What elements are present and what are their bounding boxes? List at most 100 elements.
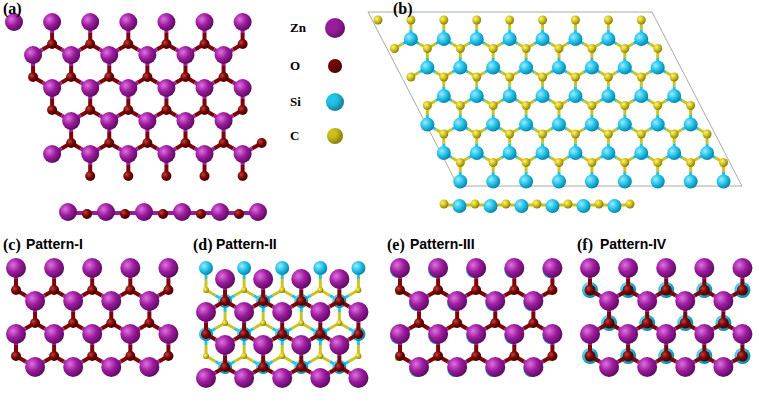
atom bbox=[453, 118, 467, 132]
atom bbox=[310, 302, 330, 322]
atom bbox=[423, 44, 432, 53]
atom bbox=[157, 13, 175, 31]
atom bbox=[176, 46, 194, 64]
legend-text: Zn bbox=[290, 21, 306, 35]
atom bbox=[601, 146, 615, 160]
atom bbox=[453, 175, 467, 189]
atom bbox=[620, 44, 629, 53]
atom bbox=[538, 16, 547, 25]
atom bbox=[620, 101, 629, 110]
atom bbox=[313, 261, 327, 275]
panel-label: (e) bbox=[387, 236, 405, 254]
atom bbox=[291, 269, 311, 289]
atom bbox=[142, 138, 152, 148]
atom bbox=[409, 291, 429, 311]
atom bbox=[220, 362, 230, 372]
atom bbox=[176, 112, 194, 130]
atom bbox=[637, 16, 646, 25]
atom bbox=[719, 158, 728, 167]
atom bbox=[585, 118, 599, 132]
atom bbox=[433, 351, 443, 361]
atom bbox=[656, 324, 676, 344]
atom bbox=[220, 296, 230, 306]
atom bbox=[49, 285, 59, 295]
atom bbox=[329, 269, 349, 289]
atom bbox=[717, 175, 731, 189]
atom bbox=[694, 324, 714, 344]
atom bbox=[123, 171, 133, 181]
atom bbox=[587, 158, 596, 167]
atom bbox=[296, 296, 306, 306]
atom bbox=[472, 73, 481, 82]
atom bbox=[437, 146, 451, 160]
atom bbox=[538, 130, 547, 139]
atom bbox=[296, 362, 306, 372]
legend-swatch bbox=[327, 128, 343, 144]
atom bbox=[623, 351, 634, 362]
atom bbox=[571, 16, 580, 25]
atom bbox=[234, 13, 252, 31]
atom bbox=[686, 158, 695, 167]
atom bbox=[238, 105, 248, 115]
atom bbox=[440, 200, 449, 209]
atom bbox=[81, 79, 99, 97]
atom bbox=[30, 318, 40, 328]
atom bbox=[472, 16, 481, 25]
atom bbox=[237, 261, 251, 275]
atom bbox=[618, 61, 632, 75]
atom bbox=[106, 318, 116, 328]
atom bbox=[81, 145, 99, 163]
atom bbox=[554, 101, 563, 110]
atom bbox=[211, 203, 229, 221]
atom bbox=[82, 324, 102, 344]
atom bbox=[554, 44, 563, 53]
atom bbox=[125, 285, 135, 295]
atom bbox=[552, 61, 566, 75]
atom bbox=[538, 73, 547, 82]
atom bbox=[642, 318, 653, 329]
atom bbox=[472, 130, 481, 139]
atom bbox=[653, 44, 662, 53]
atom bbox=[433, 285, 443, 295]
atom bbox=[428, 324, 448, 344]
atom bbox=[651, 61, 665, 75]
atom bbox=[503, 32, 517, 46]
atom bbox=[489, 44, 498, 53]
atom bbox=[374, 16, 383, 25]
atom bbox=[604, 130, 613, 139]
atom bbox=[157, 145, 175, 163]
atom bbox=[519, 61, 533, 75]
atom bbox=[587, 101, 596, 110]
atom bbox=[585, 285, 596, 296]
atom bbox=[317, 353, 323, 359]
atom bbox=[87, 285, 97, 295]
atom bbox=[515, 199, 529, 213]
atom bbox=[47, 105, 57, 115]
atom bbox=[634, 89, 648, 103]
atom bbox=[120, 258, 140, 278]
atom bbox=[63, 291, 83, 311]
atom bbox=[196, 145, 214, 163]
atom bbox=[234, 79, 252, 97]
atom bbox=[66, 138, 76, 148]
atom bbox=[737, 285, 748, 296]
atom bbox=[585, 61, 599, 75]
atom bbox=[317, 287, 323, 293]
atom bbox=[334, 362, 344, 372]
atom bbox=[470, 89, 484, 103]
atom bbox=[620, 158, 629, 167]
atom bbox=[447, 357, 467, 377]
atom bbox=[423, 101, 432, 110]
atom bbox=[670, 73, 679, 82]
atom bbox=[420, 61, 434, 75]
legend-text: C bbox=[290, 129, 299, 143]
atom bbox=[437, 32, 451, 46]
atom bbox=[200, 105, 210, 115]
atom bbox=[437, 89, 451, 103]
atom bbox=[504, 324, 524, 344]
atom bbox=[97, 203, 115, 221]
pattern-title: Pattern-III bbox=[410, 237, 475, 252]
atom bbox=[173, 203, 191, 221]
atom bbox=[503, 146, 517, 160]
